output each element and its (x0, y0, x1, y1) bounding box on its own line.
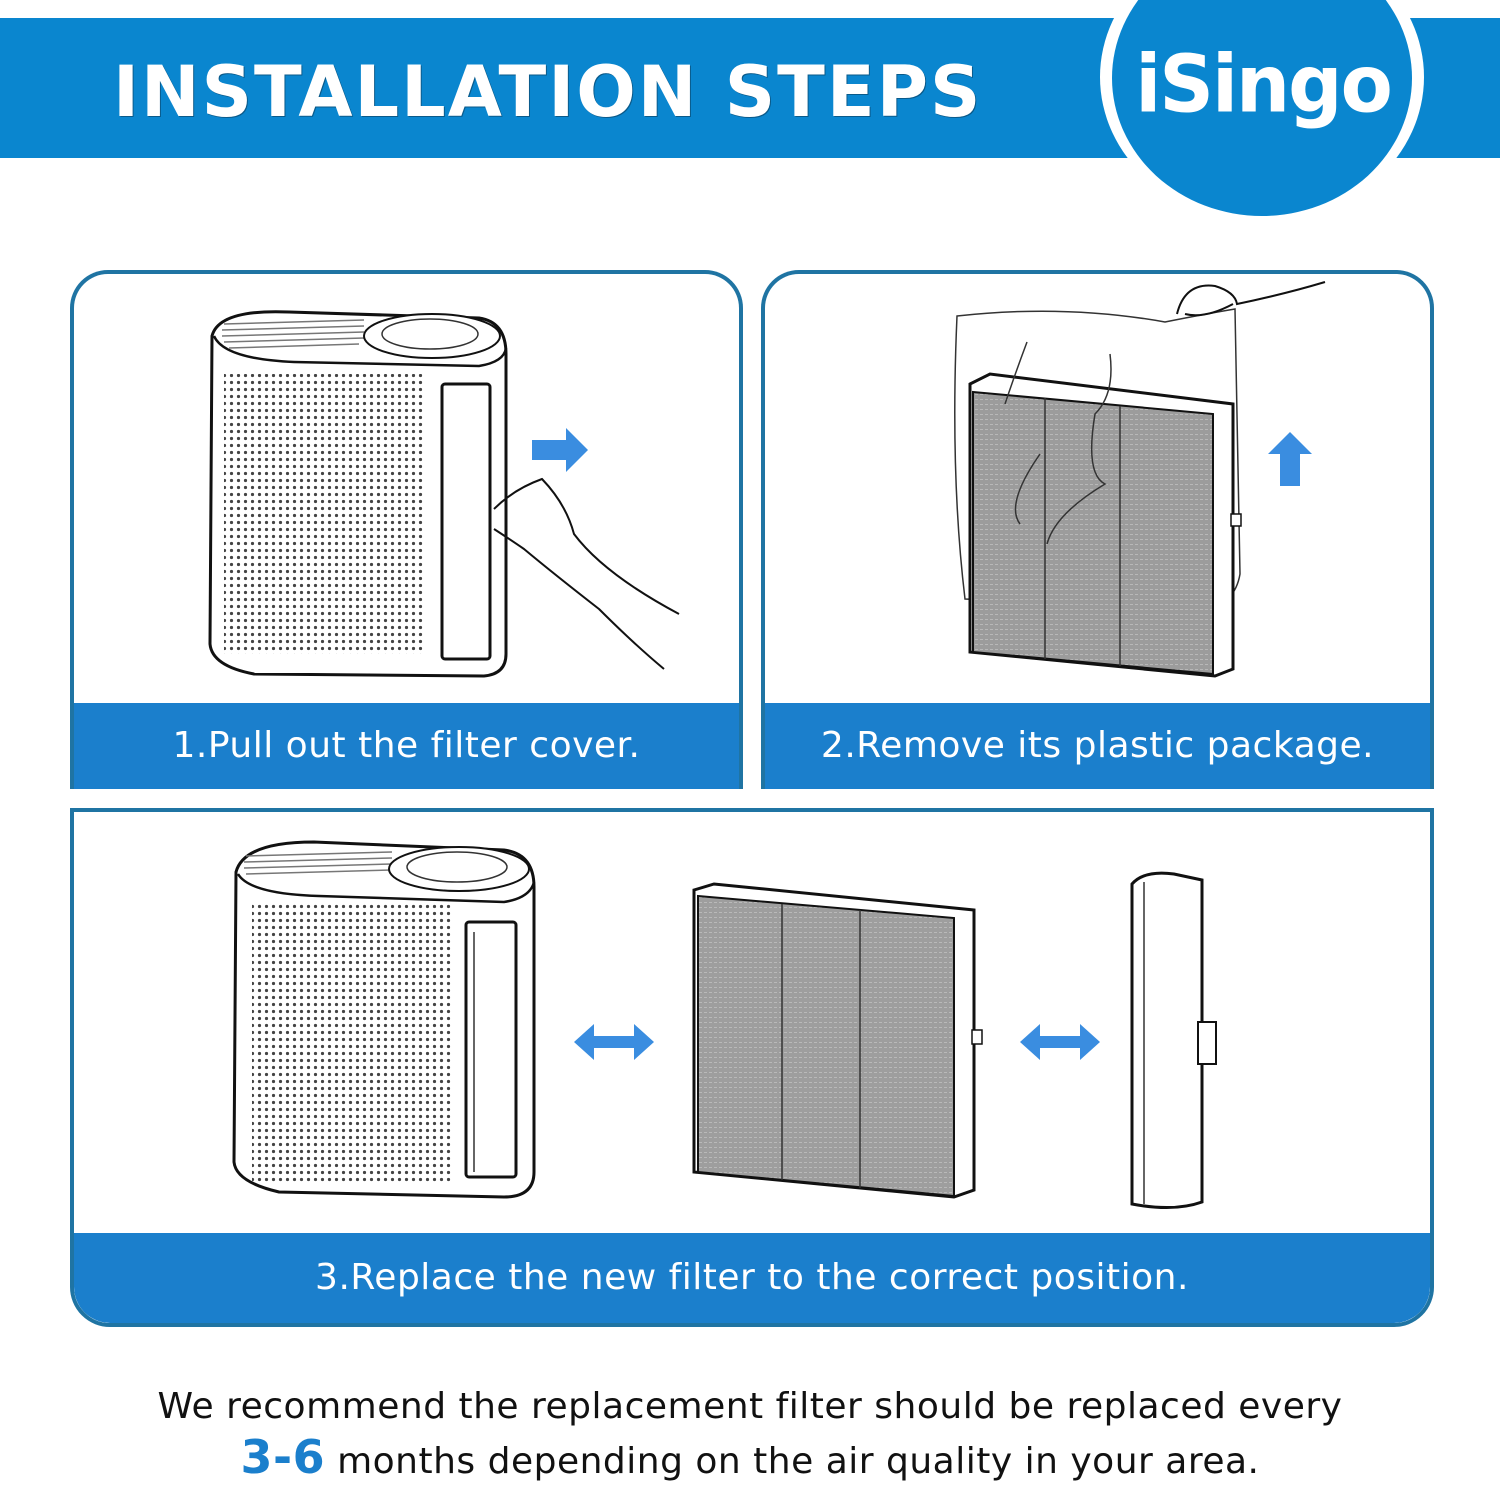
step-1-panel: 1.Pull out the filter cover. (70, 270, 743, 789)
brand-logo-badge (1112, 0, 1412, 216)
hepa-filter-icon (968, 372, 1242, 678)
replacement-interval-highlight: 3-6 (240, 1430, 326, 1484)
remove-plastic-package-illustration (954, 281, 1326, 678)
step-3-panel: 3.Replace the new filter to the correct … (70, 808, 1434, 1327)
recommendation-text-line-2: 3-6 months depending on the air quality … (0, 1433, 1500, 1486)
arrow-right-icon (532, 428, 588, 472)
recommendation-text-line-1: We recommend the replacement filter shou… (157, 1386, 1343, 1427)
hand-icon (1176, 281, 1326, 317)
hand-icon (493, 477, 680, 670)
air-purifier-pull-cover-illustration (208, 310, 680, 678)
filter-cover-icon (1130, 871, 1217, 1210)
air-purifier-icon (208, 310, 508, 678)
step-1-caption: 1.Pull out the filter cover. (74, 703, 739, 789)
step-3-caption: 3.Replace the new filter to the correct … (74, 1233, 1430, 1323)
air-purifier-icon (232, 840, 536, 1199)
step-2-caption: 2.Remove its plastic package. (765, 703, 1430, 789)
arrow-up-icon (1268, 432, 1312, 486)
plastic-bag-icon (954, 308, 1241, 610)
step-2-panel: 2.Remove its plastic package. (761, 270, 1434, 789)
recommendation-text-rest: months depending on the air quality in y… (325, 1441, 1260, 1482)
double-arrow-icon (1020, 1024, 1100, 1060)
replace-filter-illustration (232, 840, 1217, 1210)
page-title: INSTALLATION STEPS (113, 51, 983, 133)
hepa-filter-icon (692, 882, 983, 1199)
brand-logo-text: iSingo (1135, 36, 1393, 131)
double-arrow-icon (574, 1024, 654, 1060)
